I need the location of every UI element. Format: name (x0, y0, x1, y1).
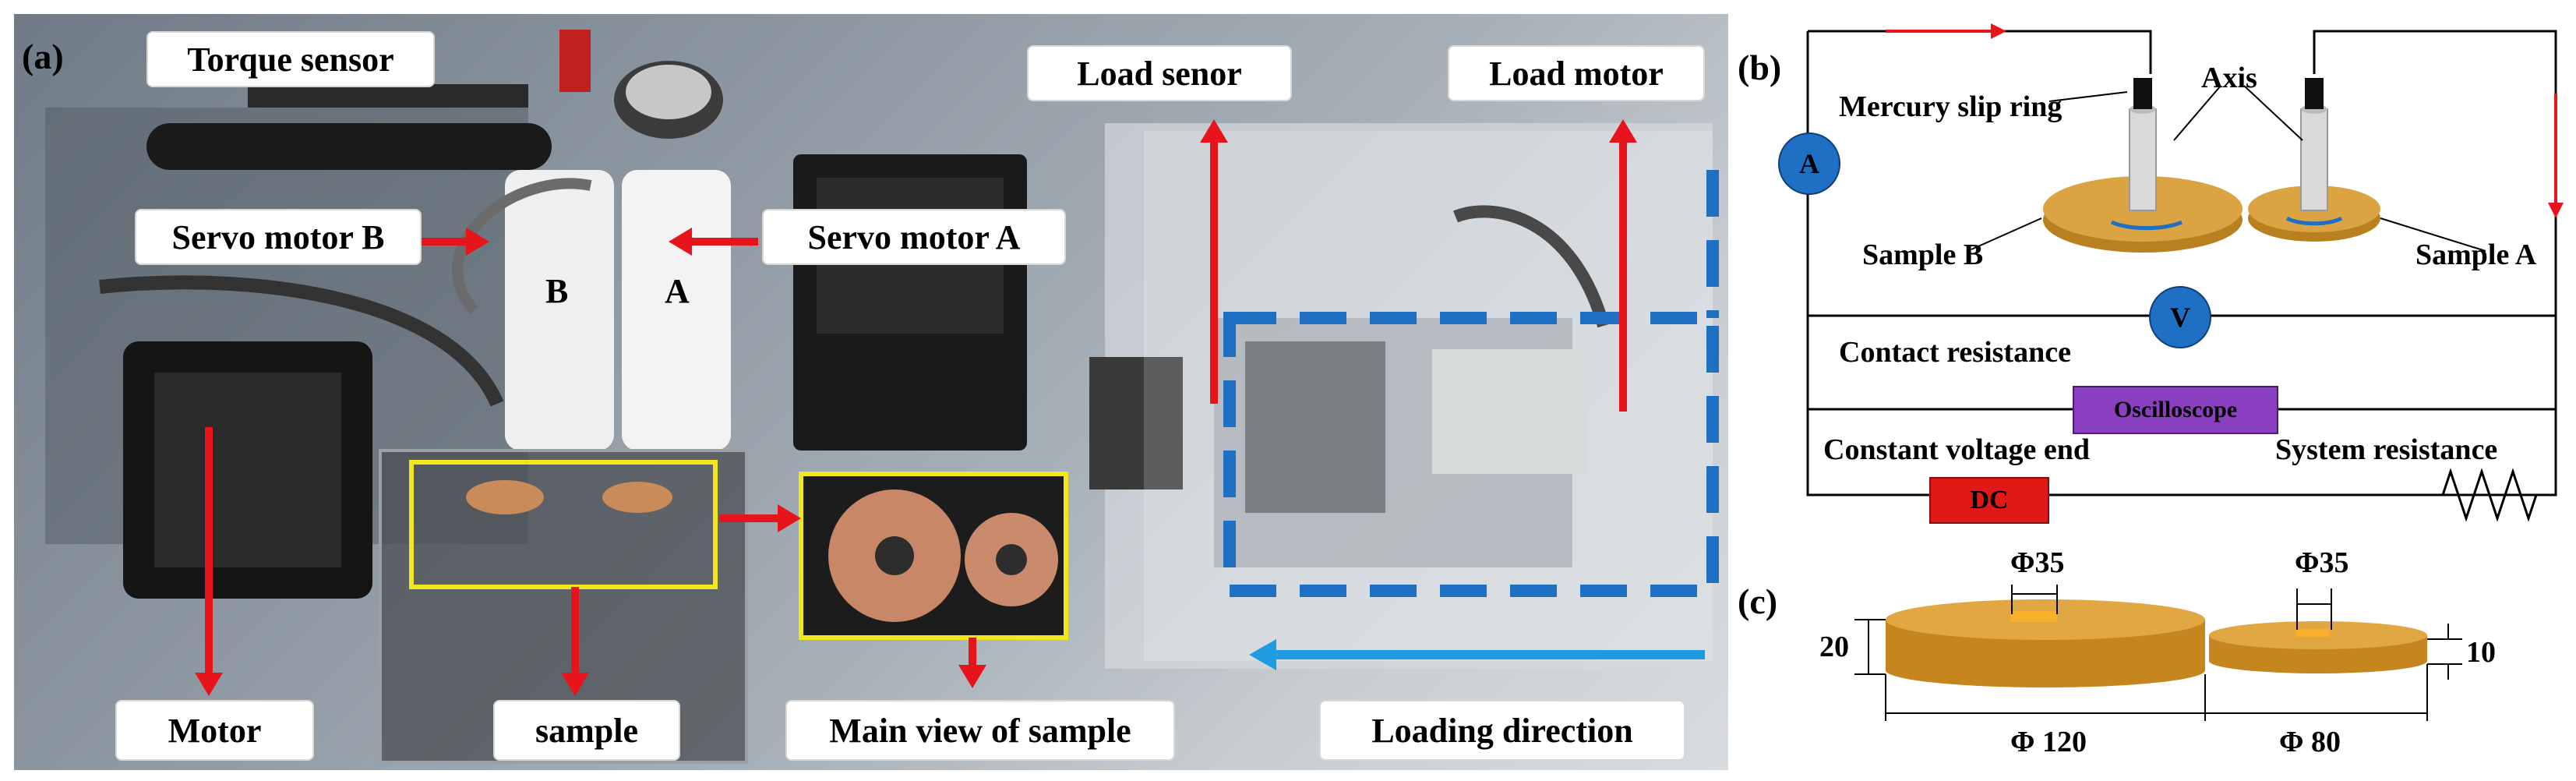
phi35-left-label: Φ35 (2010, 546, 2065, 579)
height-right-label: 10 (2466, 636, 2496, 669)
dc-source-box: DC (1929, 477, 2049, 524)
photo-illustration (45, 30, 1719, 764)
constant-voltage-end-label: Constant voltage end (1823, 433, 2091, 466)
ammeter-symbol: A (1799, 148, 1819, 179)
height-left-label: 20 (1819, 631, 1849, 663)
axis-label: Axis (2201, 62, 2257, 94)
sample-b-label: Sample B (1862, 239, 1984, 271)
load-sensor-label: Load senor (1027, 45, 1292, 101)
loading-direction-arrow (1249, 639, 1705, 670)
motor-b-letter: B (545, 272, 569, 310)
circuit-lines (1806, 23, 2564, 522)
servo-motor-a-label: Servo motor A (762, 209, 1066, 265)
experimental-setup-photo: (a) Torque sensor Servo motor B Servo mo… (14, 14, 1728, 770)
phi35-right-label: Φ35 (2295, 546, 2349, 579)
oscilloscope-box: Oscilloscope (2073, 386, 2278, 434)
sample-label: sample (493, 700, 680, 761)
voltmeter-symbol: V (2170, 302, 2190, 333)
load-motor-label: Load motor (1448, 45, 1705, 101)
loading-direction-label: Loading direction (1319, 700, 1685, 761)
motor-label: Motor (115, 700, 314, 761)
diameter-left-label: Φ 120 (2010, 726, 2087, 758)
mercury-slip-ring-label: Mercury slip ring (1839, 90, 2063, 123)
sample-a-label: Sample A (2415, 239, 2537, 271)
servo-motor-b-label: Servo motor B (135, 209, 422, 265)
dimension-drawing (1854, 585, 2462, 721)
sample-dimensions-diagram: (c) Φ35 Φ35 20 10 Φ 120 Φ 80 (1738, 546, 2576, 781)
motor-a-letter: A (665, 272, 690, 310)
main-view-of-sample-label: Main view of sample (785, 700, 1175, 761)
ammeter: A (1778, 133, 1840, 195)
load-assembly-dashed-box (1223, 312, 1719, 597)
panel-a-letter: (a) (22, 37, 64, 76)
red-arrows (195, 119, 1637, 696)
sample-highlight-box (409, 460, 718, 589)
circuit-diagram: (b) A V Mercury slip ring Axis Sample B … (1738, 0, 2576, 546)
torque-sensor-label: Torque sensor (146, 31, 435, 87)
system-resistance-label: System resistance (2275, 433, 2498, 466)
diameter-right-label: Φ 80 (2279, 726, 2341, 758)
contact-resistance-label: Contact resistance (1839, 336, 2071, 369)
voltmeter: V (2149, 286, 2211, 348)
panel-c-letter: (c) (1738, 581, 1778, 621)
panel-b-letter: (b) (1738, 48, 1782, 87)
main-view-highlight-box (799, 472, 1068, 640)
